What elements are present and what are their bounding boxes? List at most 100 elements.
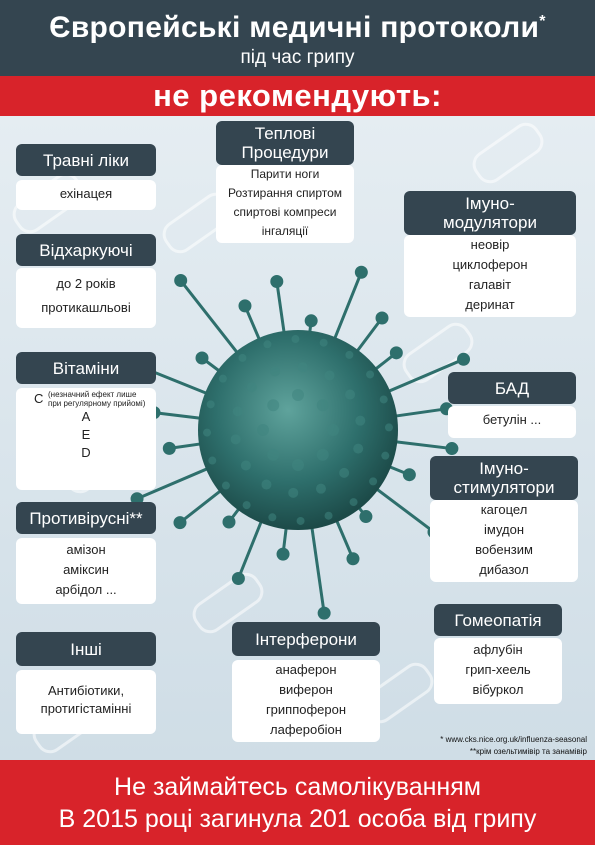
footer-line-1: Не займайтесь самолікуванням xyxy=(114,773,481,801)
category-list-immunomod: неовір циклоферон галавіт деринат xyxy=(404,235,576,317)
list-item: вобензим xyxy=(475,542,533,557)
list-item: до 2 років xyxy=(56,276,116,291)
virus-surface-bump xyxy=(291,335,300,344)
title-text: Європейські медичні протоколи xyxy=(49,11,540,44)
list-item: Парити ноги xyxy=(250,167,320,181)
virus-spike xyxy=(179,279,241,357)
virus-surface-bump xyxy=(232,406,243,417)
category-title-homeopathy: Гомеопатія xyxy=(434,604,562,636)
list-item: протикашльові xyxy=(41,300,131,315)
category-title-vitamins: Вітаміни xyxy=(16,352,156,384)
virus-surface-bump xyxy=(296,516,305,525)
category-list-travni: ехінацея xyxy=(16,180,156,210)
header: Європейські медичні протоколи* під час г… xyxy=(0,0,595,76)
virus-spike-tip xyxy=(359,510,373,524)
list-item: грип-хеель xyxy=(465,662,531,677)
virus-surface-bump xyxy=(355,415,366,426)
virus-surface-bump xyxy=(345,350,354,359)
virus-spike xyxy=(135,465,213,501)
list-item: арбідол ... xyxy=(55,582,117,597)
virus-surface-bump xyxy=(218,374,227,383)
virus-spike-tip xyxy=(222,515,236,529)
title-line: модулятори xyxy=(443,213,537,232)
virus-spike xyxy=(178,487,225,525)
virus-surface-bump xyxy=(208,456,217,465)
virus-surface-bump xyxy=(339,467,350,478)
category-list-vitamins: С (незначний ефект лише при регулярному … xyxy=(16,388,156,490)
list-item: ехінацея xyxy=(59,186,113,201)
not-recommended-banner: не рекомендують: xyxy=(0,76,595,116)
footer-line-2: В 2015 році загинула 201 особа від грипу xyxy=(58,805,537,833)
title-asterisk: * xyxy=(539,13,546,30)
virus-surface-bump xyxy=(263,340,272,349)
virus-spike-tip xyxy=(375,311,389,325)
virus-surface-bump xyxy=(379,395,388,404)
virus-surface-bump xyxy=(257,424,269,436)
virus-spike-tip xyxy=(174,274,188,288)
category-list-thermal: Парити ноги Розтирання спиртом спиртові … xyxy=(216,165,354,243)
virus-surface-bump xyxy=(268,513,277,522)
virus-surface-bump xyxy=(345,389,356,400)
virus-surface-bump xyxy=(297,362,308,373)
virus-spike xyxy=(353,316,384,356)
page-subtitle: під час грипу xyxy=(240,47,355,68)
title-line: Процедури xyxy=(241,143,329,162)
list-item: гриппоферон xyxy=(265,702,347,717)
virus-spike xyxy=(275,280,287,338)
virus-spike-tip xyxy=(445,442,459,456)
virus-surface-bump xyxy=(242,501,251,510)
title-line: стимулятори xyxy=(453,478,555,497)
virus-surface-bump xyxy=(267,399,280,412)
list-item: імудон xyxy=(483,522,525,537)
list-item: інгаляції xyxy=(261,224,309,238)
list-item: неовір xyxy=(470,237,510,252)
virus-surface-bump xyxy=(221,481,230,490)
list-item: А xyxy=(81,409,91,424)
title-line: Теплові xyxy=(254,124,316,143)
virus-surface-bump xyxy=(324,511,333,520)
list-item: Е xyxy=(81,427,91,442)
virus-spike xyxy=(383,357,466,395)
virus-surface-bump xyxy=(316,448,329,461)
list-item: деринат xyxy=(465,297,515,312)
virus-spike-tip xyxy=(162,441,176,455)
vitamin-note: (незначний ефект лише при регулярному пр… xyxy=(48,390,146,408)
category-list-homeopathy: афлубін грип-хеель вібуркол xyxy=(434,638,562,704)
category-title-immunomod: Імуно- модулятори xyxy=(404,191,576,235)
list-item: лаферобіон xyxy=(270,722,342,737)
list-item: С xyxy=(34,391,44,406)
list-item: протигістамінні xyxy=(40,701,132,716)
category-list-bad: бетулін ... xyxy=(448,406,576,438)
virus-surface-bump xyxy=(319,338,328,347)
virus-surface-bump xyxy=(270,366,281,377)
category-title-interferons: Інтерферони xyxy=(232,622,380,656)
list-item: бетулін ... xyxy=(482,412,542,427)
category-title-immunostim: Імуно- стимулятори xyxy=(430,456,578,500)
list-item: циклоферон xyxy=(452,257,528,272)
virus-surface-bump xyxy=(315,483,326,494)
title-line: Імуно- xyxy=(465,194,515,213)
virus-spike xyxy=(243,304,263,345)
virus-spike xyxy=(236,516,265,580)
virus-surface-bump xyxy=(366,370,375,379)
virus-surface-bump xyxy=(240,460,251,471)
virus-surface-bump xyxy=(238,353,247,362)
category-title-bad: БАД xyxy=(448,372,576,404)
list-item: спиртові компреси xyxy=(233,205,337,219)
virus-surface-bump xyxy=(381,451,390,460)
category-list-interferons: анаферон виферон гриппоферон лаферобіон xyxy=(232,660,380,742)
virus-spike-tip xyxy=(173,516,187,530)
virus-spike-tip xyxy=(354,265,368,279)
virus-surface-bump xyxy=(327,424,339,436)
category-title-thermal: Теплові Процедури xyxy=(216,121,354,165)
category-list-antiviral: амізон аміксин арбідол ... xyxy=(16,538,156,604)
virus-spike-tip xyxy=(270,275,284,289)
list-item: аміксин xyxy=(63,562,109,577)
list-item: анаферон xyxy=(275,662,337,677)
virus-surface-bump xyxy=(292,459,304,471)
virus-surface-bump xyxy=(384,423,393,432)
footer-banner: Не займайтесь самолікуванням В 2015 році… xyxy=(0,760,595,845)
virus-surface-bump xyxy=(261,479,272,490)
list-item: афлубін xyxy=(473,642,523,657)
